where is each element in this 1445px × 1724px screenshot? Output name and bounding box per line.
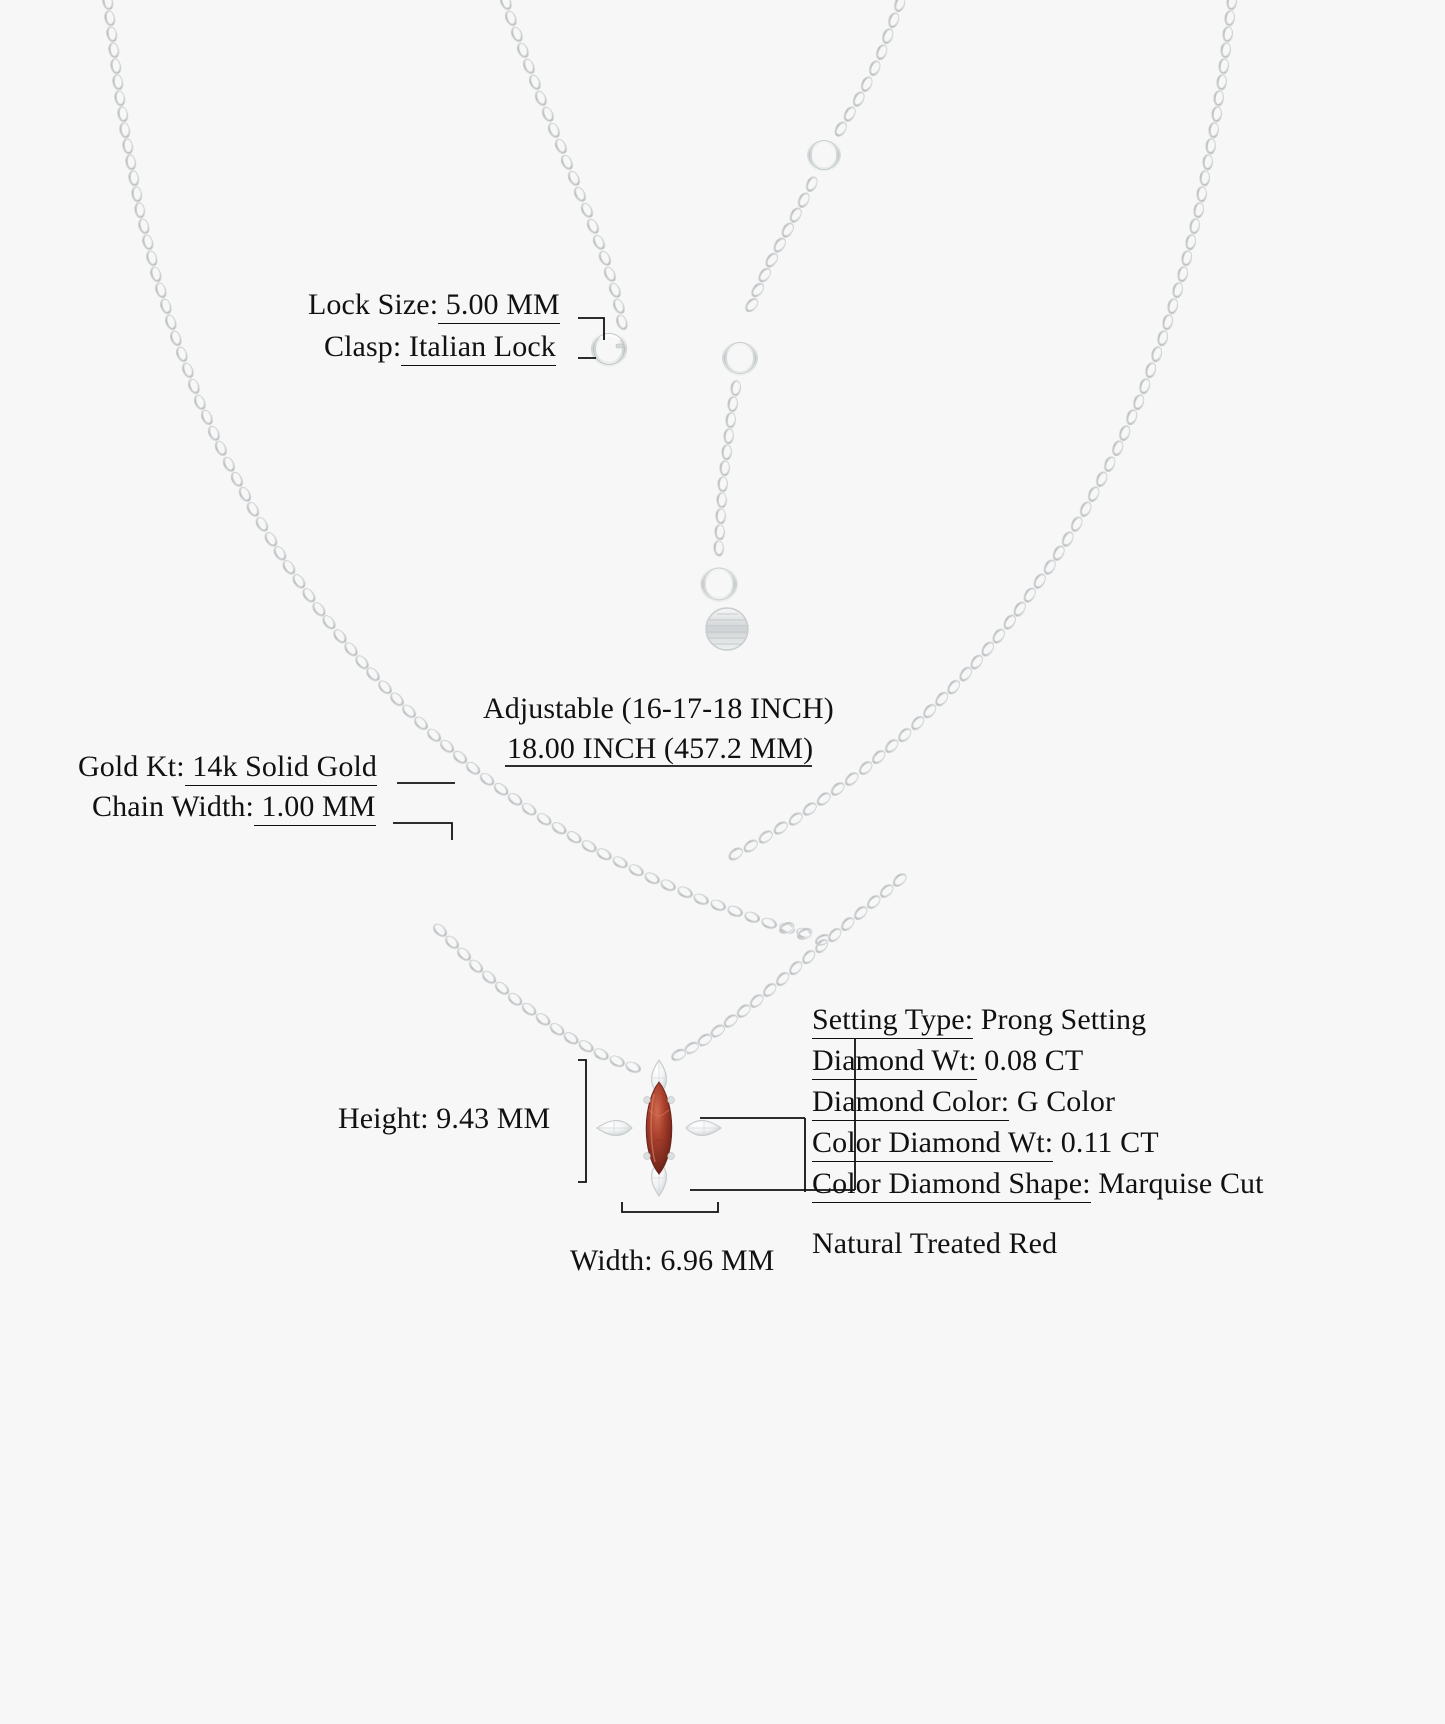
setting-type-value: Prong Setting (973, 1003, 1147, 1036)
color-diamond-shape-value: Marquise Cut (1090, 1167, 1264, 1200)
color-diamond-wt-spec: Color Diamond Wt: 0.11 CT (812, 1126, 1264, 1162)
color-diamond-shape-label: Color Diamond Shape: (812, 1167, 1091, 1203)
diamond-color-label: Diamond Color: (812, 1085, 1010, 1121)
length-spec: 18.00 INCH (457.2 MM) (507, 732, 814, 765)
clasp-spec: Clasp: Italian Lock (324, 330, 556, 366)
stone-spec-list: Setting Type: Prong Setting Diamond Wt: … (812, 1003, 1264, 1260)
diamond-color-spec: Diamond Color: G Color (812, 1085, 1264, 1121)
width-spec: Width: 6.96 MM (570, 1244, 775, 1277)
spring-ring-clasp-icon (590, 330, 628, 368)
adjustable-spec: Adjustable (16-17-18 INCH) (483, 692, 834, 725)
setting-type-spec: Setting Type: Prong Setting (812, 1003, 1264, 1039)
gold-kt-label: Gold Kt: (78, 750, 185, 783)
round-tag-icon (705, 607, 749, 651)
center-marquise-gem (645, 1081, 673, 1175)
chain-width-value: 1.00 MM (253, 790, 376, 826)
marquise-pendant-icon (596, 1059, 722, 1197)
chain-width-spec: Chain Width: 1.00 MM (92, 790, 376, 826)
diamond-left (596, 1119, 633, 1137)
setting-type-label: Setting Type: (812, 1003, 974, 1039)
diamond-wt-label: Diamond Wt: (812, 1044, 977, 1080)
diamond-wt-value: 0.08 CT (976, 1044, 1084, 1077)
color-diamond-wt-value: 0.11 CT (1053, 1126, 1159, 1159)
clasp-value: Italian Lock (401, 330, 556, 366)
color-diamond-wt-label: Color Diamond Wt: (812, 1126, 1054, 1162)
lock-size-label: Lock Size: (308, 288, 439, 321)
extender-chain-icon (700, 0, 909, 651)
gold-kt-value: 14k Solid Gold (184, 750, 377, 786)
height-spec: Height: 9.43 MM (338, 1102, 551, 1135)
stone-note: Natural Treated Red (812, 1227, 1058, 1260)
diamond-color-value: G Color (1009, 1085, 1116, 1118)
chain-width-label: Chain Width: (92, 790, 254, 823)
clasp-label: Clasp: (324, 330, 402, 363)
diamond-right (685, 1119, 722, 1137)
gold-kt-spec: Gold Kt: 14k Solid Gold (78, 750, 377, 786)
color-diamond-shape-spec: Color Diamond Shape: Marquise Cut (812, 1167, 1264, 1203)
lock-size-spec: Lock Size: 5.00 MM (308, 288, 560, 324)
diamond-bottom (650, 1160, 668, 1197)
lock-size-value: 5.00 MM (438, 288, 560, 324)
diamond-wt-spec: Diamond Wt: 0.08 CT (812, 1044, 1264, 1080)
